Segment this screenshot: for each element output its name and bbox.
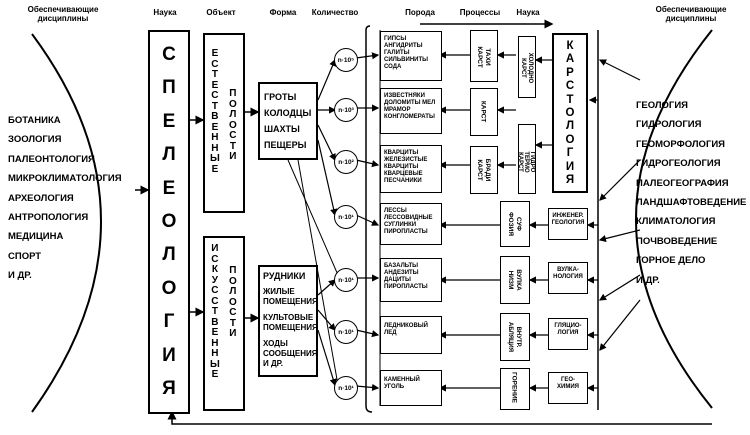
quantity-circle: n·10¹ xyxy=(334,320,358,344)
list-item: АНТРОПОЛОГИЯ xyxy=(8,212,89,224)
form-item: РУДНИКИ xyxy=(263,271,306,281)
list-item: КЛИМАТОЛОГИЯ xyxy=(636,216,716,228)
process-ablacia: ВНУТР.АБЛЯЦИЯ xyxy=(500,313,530,361)
list-item: БОТАНИКА xyxy=(8,115,61,126)
header-left-disciplines: Обеспечивающие дисциплины xyxy=(27,5,99,23)
science-glaciology: ГЛЯЦИО-ЛОГИЯ xyxy=(548,318,588,350)
speleology-letter: Л xyxy=(162,244,176,266)
form-item: КУЛЬТОВЫЕ ПОМЕЩЕНИЯ xyxy=(263,313,318,332)
speleology-letter: О xyxy=(161,210,177,232)
list-item: МЕДИЦИНА xyxy=(8,231,64,243)
rock-box: КАМЕННЫЙ УГОЛЬ xyxy=(380,370,442,406)
quantity-circle: n·10⁵ xyxy=(334,48,358,72)
list-item: ГИДРОГЕОЛОГИЯ xyxy=(636,158,721,170)
speleology-letter: Я xyxy=(162,378,176,400)
form-item: ШАХТЫ xyxy=(264,124,300,134)
list-item: ПАЛЕОНТОЛОГИЯ xyxy=(8,153,95,165)
form-item: КОЛОДЦЫ xyxy=(264,108,312,118)
list-item: И ДР. xyxy=(636,274,660,286)
forms-natural-box: ГРОТЫ КОЛОДЦЫ ШАХТЫ ПЕЩЕРЫ xyxy=(258,82,318,160)
speleology-letter: Л xyxy=(162,144,176,166)
list-item: МИКРОКЛИМАТОЛОГИЯ xyxy=(8,173,122,185)
forms-artificial-box: РУДНИКИ ЖИЛЫЕ ПОМЕЩЕНИЯ КУЛЬТОВЫЕ ПОМЕЩЕ… xyxy=(258,265,318,377)
header-object: Объект xyxy=(206,8,236,17)
header-processes: Процессы xyxy=(459,8,501,17)
quantity-circle: n·10³ xyxy=(334,98,358,122)
rock-box: КВАРЦИТЫ ЖЕЛЕЗИСТЫЕ КВАРЦИТЫ КВАРЦЕВЫЕ П… xyxy=(380,145,442,193)
right-disciplines-list: ГЕОЛОГИЯ ГИДРОЛОГИЯ ГЕОМОРФОЛОГИЯ ГИДРОГ… xyxy=(636,96,746,290)
list-item: ПАЛЕОГЕОГРАФИЯ xyxy=(636,177,729,189)
quantity-circle: n·10¹ xyxy=(334,205,358,229)
list-item: ГОРНОЕ ДЕЛО xyxy=(636,255,706,267)
header-quantity: Количество xyxy=(311,8,359,17)
form-item: ПЕЩЕРЫ xyxy=(264,140,307,150)
quantity-circle: n·10² xyxy=(334,150,358,174)
header-nauka-left: Наука xyxy=(153,8,177,17)
form-item: ГРОТЫ xyxy=(264,92,297,102)
list-item: СПОРТ xyxy=(8,250,42,262)
form-item: ХОДЫ СООБЩЕНИЯ И ДР. xyxy=(263,339,318,368)
speleology-box: С П Е Л Е О Л О Г И Я xyxy=(148,30,190,414)
list-item: ЛАНДШАФТОВЕДЕНИЕ xyxy=(636,197,747,209)
list-item: ГИДРОЛОГИЯ xyxy=(636,119,702,131)
science-eng-geology: ИНЖЕНЕР.ГЕОЛОГИЯ xyxy=(548,208,588,240)
quantity-circle: n·10¹ xyxy=(334,268,358,292)
speleology-letter: Е xyxy=(162,110,176,132)
list-item: И ДР. xyxy=(8,270,32,282)
speleology-letter: И xyxy=(162,344,176,366)
list-item: ЗООЛОГИЯ xyxy=(8,134,62,146)
rock-box: БАЗАЛЬТЫ АНДЕЗИТЫ ДАЦИТЫ ПИРОПЛАСТЫ xyxy=(380,258,442,302)
speleology-letter: О xyxy=(161,277,177,299)
quantity-circle: n·10¹ xyxy=(334,376,358,400)
header-nauka-right: Наука xyxy=(516,8,540,17)
science-geochemistry: ГЕО-ХИМИЯ xyxy=(548,372,588,404)
list-item: АРХЕОЛОГИЯ xyxy=(8,192,74,204)
header-right-disciplines: Обеспечивающие дисциплины xyxy=(655,5,727,23)
process-gorenie: ГОРЕНИЕ xyxy=(500,368,530,410)
form-item: ЖИЛЫЕ ПОМЕЩЕНИЯ xyxy=(263,287,318,306)
speleology-letter: С xyxy=(162,43,176,65)
process-karst: КАРСТ xyxy=(470,88,498,136)
rock-box: ЛЕССЫ ЛЕССОВИДНЫЕ СУГЛИНКИ ПИРОПЛАСТЫ xyxy=(380,203,442,245)
left-disciplines-list: БОТАНИКА ЗООЛОГИЯ ПАЛЕОНТОЛОГИЯ МИКРОКЛИ… xyxy=(8,111,122,286)
rock-box: ЛЕДНИКОВЫЙ ЛЕД xyxy=(380,316,442,354)
rock-box: ГИПСЫ АНГИДРИТЫ ГАЛИТЫ СИЛЬВИНИТЫ СОДА xyxy=(380,31,442,81)
list-item: ГЕОЛОГИЯ xyxy=(636,100,688,111)
speleology-letter: Е xyxy=(162,177,176,199)
rock-box: ИЗВЕСТНЯКИ ДОЛОМИТЫ МЕЛ МРАМОР КОНГЛОМЕР… xyxy=(380,88,442,134)
speleology-letter: Г xyxy=(163,311,175,333)
speleology-letter: П xyxy=(162,77,176,99)
list-item: ПОЧВОВЕДЕНИЕ xyxy=(636,235,718,247)
header-forma: Форма xyxy=(269,8,297,17)
header-rock: Порода xyxy=(405,8,435,17)
science-volcanology: ВУЛКА-НОЛОГИЯ xyxy=(548,262,588,294)
list-item: ГЕОМОРФОЛОГИЯ xyxy=(636,138,725,150)
